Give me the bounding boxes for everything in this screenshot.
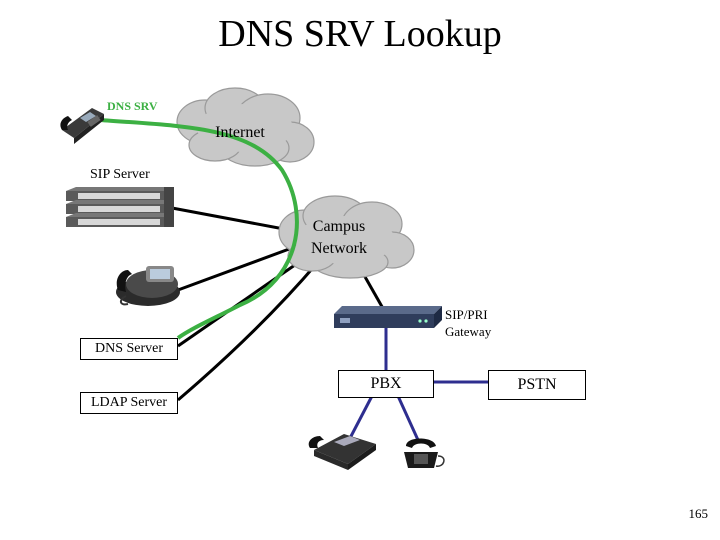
- ldap-server-box: LDAP Server: [80, 392, 178, 414]
- server-rack-icon: [66, 187, 174, 227]
- conference-phone-icon: [116, 266, 180, 306]
- dns-srv-label: DNS SRV: [107, 99, 158, 113]
- pbx-deskphone-link: [346, 395, 374, 443]
- sip-server-label: SIP Server: [90, 167, 150, 182]
- page-title: DNS SRV Lookup: [218, 13, 502, 55]
- gateway-label-line1: SIP/PRI: [445, 307, 488, 322]
- campus-network-label-line2: Network: [311, 240, 367, 257]
- dns-srv-path: [99, 118, 299, 340]
- gateway-label-line2: Gateway: [445, 324, 492, 339]
- pstn-box: PSTN: [488, 370, 586, 400]
- campus-network-cloud: [278, 195, 415, 279]
- dns-server-box: DNS Server: [80, 338, 178, 360]
- internet-label: Internet: [215, 124, 265, 141]
- gateway-router-icon: [334, 306, 442, 328]
- dns-server-link: [177, 256, 306, 348]
- conference-phone-link: [177, 243, 301, 292]
- analog-phone-icon: [404, 438, 445, 468]
- ldap-server-link: [177, 261, 320, 402]
- pbx-analogphone-link: [396, 395, 420, 441]
- campus-network-label: Campus Network: [296, 216, 382, 260]
- desk-phone-icon: [308, 434, 376, 470]
- page-number: 165: [688, 506, 709, 521]
- pbx-box: PBX: [338, 370, 434, 398]
- black-links: [171, 206, 387, 402]
- gateway-label: SIP/PRI Gateway: [445, 306, 491, 340]
- ip-phone-icon: [60, 108, 104, 144]
- pbx-links: [346, 328, 488, 443]
- sip-server-link: [171, 206, 301, 234]
- campus-network-label-line1: Campus: [312, 218, 366, 235]
